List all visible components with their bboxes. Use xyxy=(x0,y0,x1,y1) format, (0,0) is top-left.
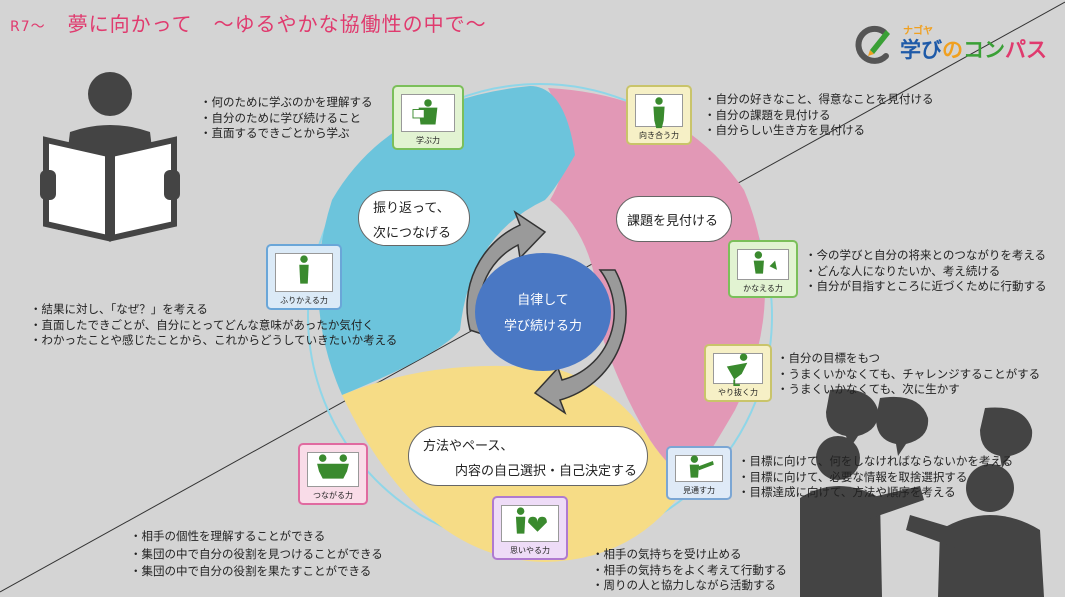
card-manabu-label: 学ぶ力 xyxy=(416,136,440,145)
bullet: ・自分の課題を見付ける xyxy=(704,107,831,122)
bullet: ・自分が目指すところに近づくために行動する xyxy=(805,279,1047,293)
center-line-2: 学び続ける力 xyxy=(503,319,582,334)
bullet: ・自分の好きなこと、得意なことを見付ける xyxy=(704,92,934,106)
logo-small-text: ナゴヤ xyxy=(903,26,933,37)
person-reading-icon xyxy=(412,99,438,125)
title-prefix: R7～ xyxy=(10,19,46,35)
bubble-reflect-line-2: 次につなげる xyxy=(373,226,452,241)
person-standing-icon xyxy=(653,97,665,129)
bubble-method: 方法やペース、 内容の自己選択・自己決定する xyxy=(408,426,648,486)
card-yarinuku-label: やり抜く力 xyxy=(718,388,758,397)
card-furikaeru-label: ふりかえる力 xyxy=(280,296,328,305)
bullet: ・周りの人と協力しながら活動する xyxy=(592,578,776,592)
bullet: ・自分のために学び続けること xyxy=(200,110,361,125)
bubble-find-text: 課題を見付ける xyxy=(627,214,719,229)
bullet: ・今の学びと自分の将来とのつながりを考える xyxy=(805,248,1047,262)
bullets-kanaeru: ・今の学びと自分の将来とのつながりを考える ・どんな人になりたいか、考え続ける … xyxy=(805,248,1047,295)
title-main: 夢に向かって ～ゆるやかな協働性の中で～ xyxy=(67,12,487,36)
center-core: 自律して 学び続ける力 xyxy=(475,253,611,371)
bullets-mitoosu: ・目標に向けて、何をしなければならないかを考える ・目標に向けて、必要な情報を取… xyxy=(738,454,1013,501)
bullet: ・相手の気持ちをよく考えて行動する xyxy=(592,562,787,577)
bullets-omoiyaru: ・相手の気持ちを受け止める ・相手の気持ちをよく考えて行動する ・周りの人と協力… xyxy=(592,547,787,594)
bullet: ・相手の気持ちを受け止める xyxy=(592,547,742,561)
bullet: ・相手の個性を理解することができる xyxy=(130,529,326,543)
bullet: ・何のために学ぶのかを理解する xyxy=(200,95,373,109)
bullet: ・目標に向けて、必要な情報を取捨選択する xyxy=(738,469,968,484)
people-connected-icon xyxy=(317,454,349,479)
conversation-people-icon xyxy=(800,389,1044,597)
card-mukiau-label: 向き合う力 xyxy=(639,131,679,140)
bullet: ・結果に対し、「なぜ？」を考える xyxy=(30,302,208,316)
bullets-mukiau: ・自分の好きなこと、得意なことを見付ける ・自分の課題を見付ける ・自分らしい生… xyxy=(704,92,934,139)
bullets-yarinuku: ・自分の目標をもつ ・うまくいかなくても、チャレンジすることがする ・うまくいか… xyxy=(777,351,1040,398)
bubble-reflect: 振り返って、 次につなげる xyxy=(358,190,470,246)
page-title: R7～ 夢に向かって ～ゆるやかな協働性の中で～ xyxy=(10,8,487,37)
card-kanaeru: かなえる力 xyxy=(728,240,798,298)
bullets-furikaeru: ・結果に対し、「なぜ？」を考える ・直面したできごとが、自分にとってどんな意味が… xyxy=(30,302,397,349)
person-looking-back-icon xyxy=(299,255,309,284)
person-planting-icon xyxy=(753,251,777,274)
center-line-1: 自律して xyxy=(517,293,569,308)
bullet: ・目標に向けて、何をしなければならないかを考える xyxy=(738,454,1014,468)
logo-part-4: パス xyxy=(1005,38,1047,62)
logo: ナゴヤ 学びのコンパス xyxy=(848,20,1058,80)
card-tsunagaru-label: つながる力 xyxy=(313,491,353,500)
logo-part-1: 学び xyxy=(900,38,942,62)
card-tsunagaru: つながる力 xyxy=(298,443,368,505)
person-heart-icon xyxy=(515,507,547,534)
bullets-manabu: ・何のために学ぶのかを理解する ・自分のために学び続けること ・直面するできごと… xyxy=(200,95,373,142)
compass-logo-icon xyxy=(855,25,890,64)
card-omoiyaru: 思いやる力 xyxy=(492,496,568,560)
bullet: ・うまくいかなくても、チャレンジすることがする xyxy=(777,366,1041,381)
bubble-method-line-2: 内容の自己選択・自己決定する xyxy=(455,464,638,479)
card-mukiau: 向き合う力 xyxy=(626,85,692,145)
bullet: ・自分の目標をもつ xyxy=(777,351,881,365)
card-mitoosu: 見通す力 xyxy=(666,446,732,500)
bullet: ・うまくいかなくても、次に生かす xyxy=(777,382,960,396)
bubble-reflect-line-1: 振り返って、 xyxy=(373,201,450,216)
bullet: ・自分らしい生き方を見付ける xyxy=(704,123,865,137)
logo-part-3: コン xyxy=(963,38,1005,62)
card-mitoosu-label: 見通す力 xyxy=(683,486,715,495)
bullet: ・どんな人になりたいか、考え続ける xyxy=(805,263,1001,278)
bullet: ・集団の中で自分の役割を見つけることができる xyxy=(130,546,383,561)
bubble-method-line-1: 方法やペース、 xyxy=(423,439,514,454)
bullets-tsunagaru: ・相手の個性を理解することができる ・集団の中で自分の役割を見つけることができる… xyxy=(130,528,383,581)
bullet: ・わかったことや感じたことから、これからどうしていきたいか考える xyxy=(30,333,398,347)
bullet: ・直面するできごとから学ぶ xyxy=(200,126,350,140)
card-kanaeru-label: かなえる力 xyxy=(743,284,783,293)
bullet: ・直面したできごとが、自分にとってどんな意味があったか気付く xyxy=(30,317,374,332)
card-furikaeru: ふりかえる力 xyxy=(266,244,342,310)
bullet: ・集団の中で自分の役割を果たすことができる xyxy=(130,564,372,578)
person-telescope-icon xyxy=(689,455,714,478)
logo-part-2: の xyxy=(942,38,963,62)
card-omoiyaru-label: 思いやる力 xyxy=(510,546,550,555)
card-yarinuku: やり抜く力 xyxy=(704,344,772,402)
bubble-find-issue: 課題を見付ける xyxy=(616,196,732,242)
reading-person-icon xyxy=(40,72,180,242)
person-jumping-icon xyxy=(726,353,748,387)
logo-main-text: 学びのコンパス xyxy=(900,34,1047,64)
bullet: ・目標達成に向けて、方法や順序を考える xyxy=(738,485,956,499)
card-manabu: 学ぶ力 xyxy=(392,85,464,150)
